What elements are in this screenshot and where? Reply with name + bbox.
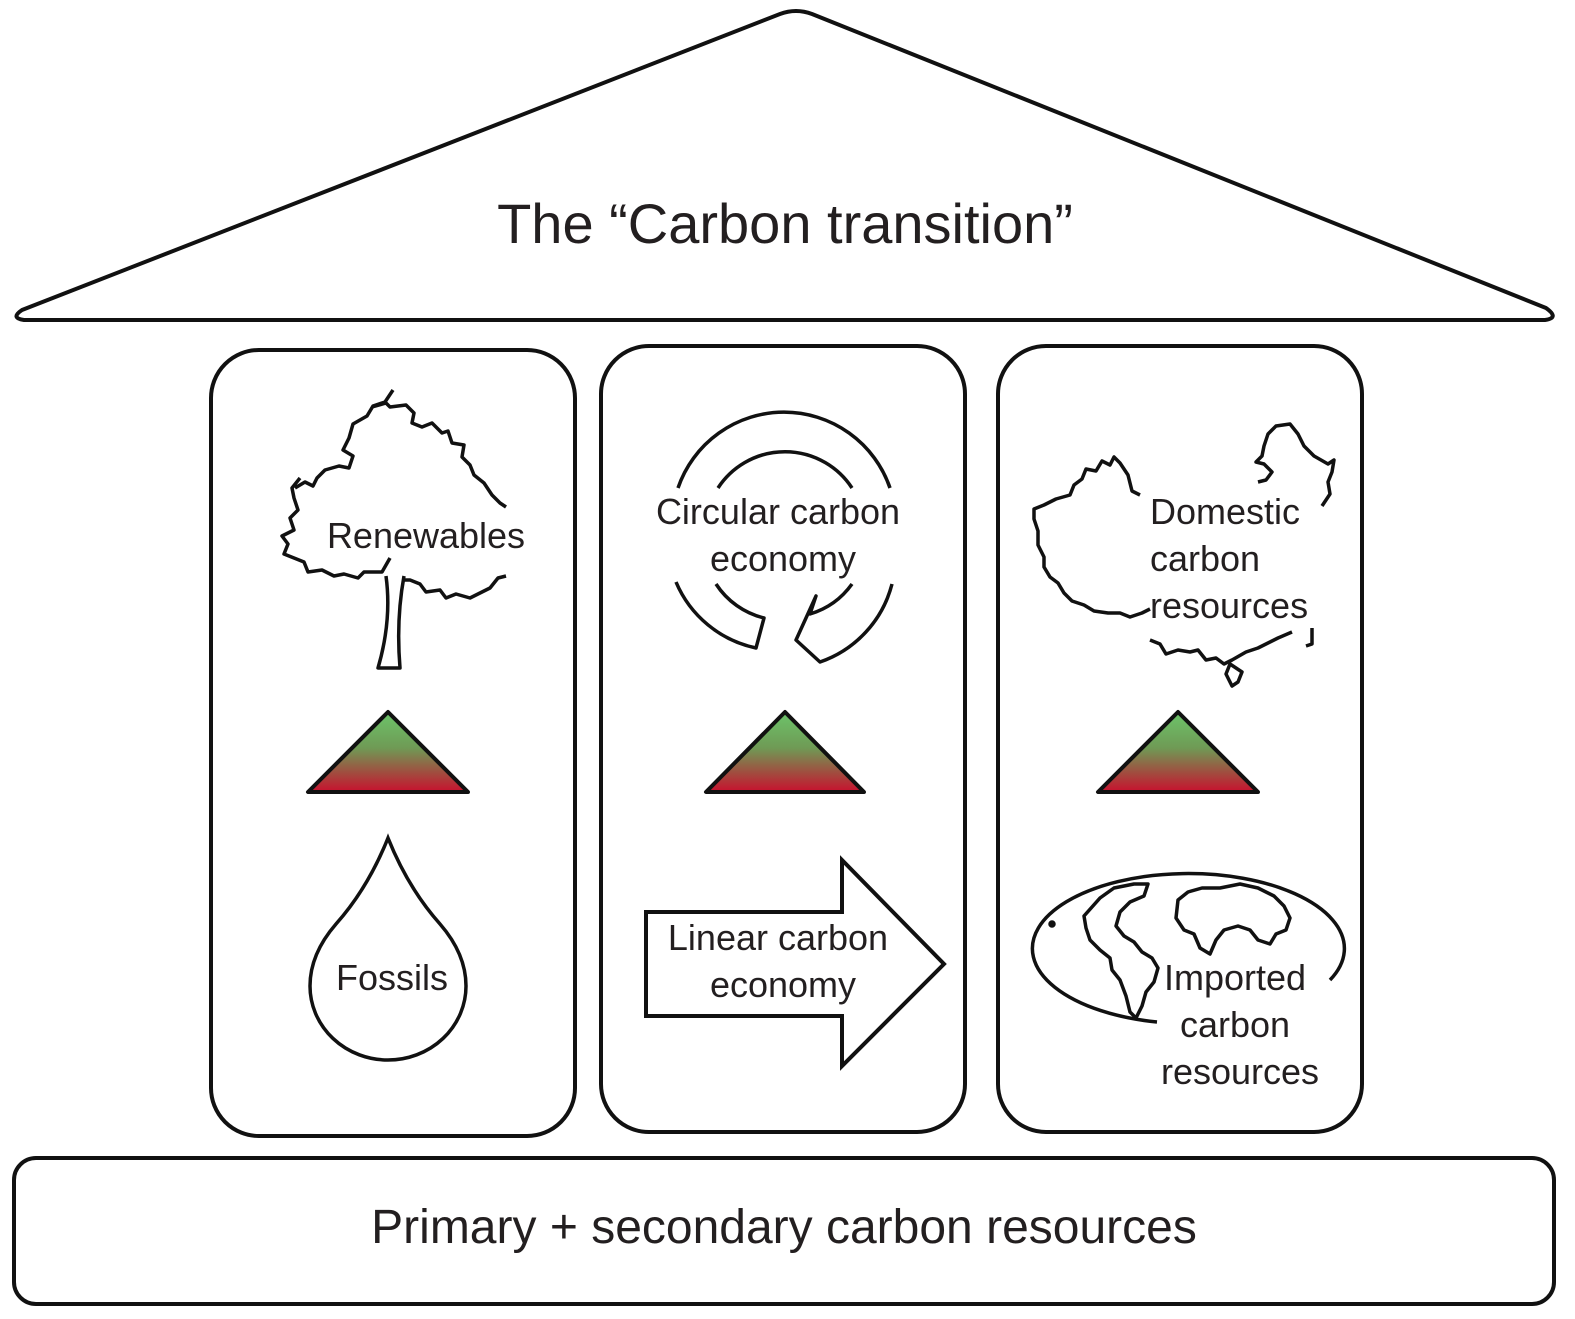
foundation: Primary + secondary carbon resources (12, 1156, 1556, 1306)
imported-resources-label: Imported carbon resources (1161, 957, 1319, 1092)
fossils-label: Fossils (336, 957, 448, 998)
world-map-icon (1030, 871, 1347, 1024)
roof-shape (14, 9, 1555, 322)
linear-economy-label: Linear carbon economy (668, 917, 898, 1005)
transition-triangle-domestic (1096, 710, 1260, 794)
roof-title: The “Carbon transition” (497, 192, 1073, 255)
country-map-icon (1032, 422, 1336, 688)
right-arrow-icon (644, 855, 947, 1071)
pillar-renewables-fossils: Renewables Fossils (209, 348, 577, 1138)
renewables-label: Renewables (327, 515, 525, 556)
oil-drop-icon (308, 833, 468, 1062)
transition-triangle-circular (704, 710, 866, 794)
pillar-domestic-imported: Domestic carbon resources Imported carbo… (996, 344, 1364, 1134)
foundation-label: Primary + secondary carbon resources (371, 1201, 1197, 1254)
transition-triangle-renewables (306, 710, 470, 794)
domestic-resources-label: Domestic carbon resources (1150, 491, 1310, 626)
circular-arrows-icon (674, 410, 894, 664)
foundation-frame (12, 1156, 1556, 1306)
pillar-circular-linear: Circular carbon economy Linear carbon ec… (599, 344, 967, 1134)
circular-economy-label: Circular carbon economy (656, 491, 910, 579)
tree-icon (280, 389, 507, 670)
roof: The “Carbon transition” (14, 9, 1555, 322)
